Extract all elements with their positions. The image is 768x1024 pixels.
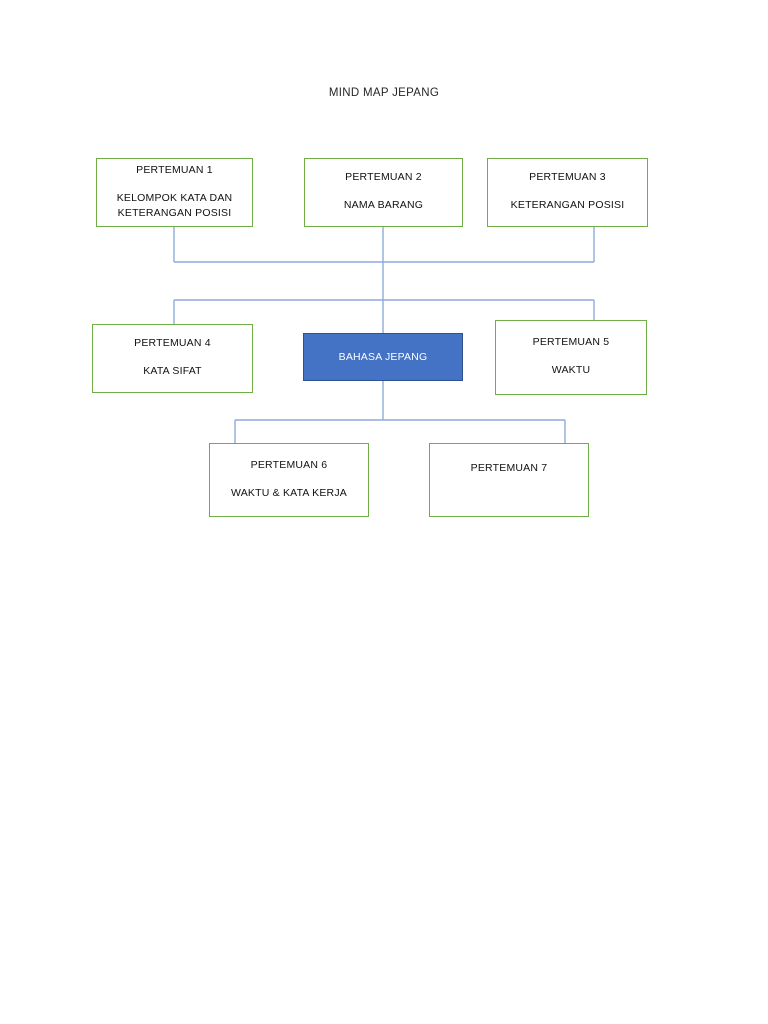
node-title: PERTEMUAN 3 xyxy=(529,171,606,184)
node-pertemuan-3[interactable]: PERTEMUAN 3 KETERANGAN POSISI xyxy=(487,158,648,227)
node-pertemuan-4[interactable]: PERTEMUAN 4 KATA SIFAT xyxy=(92,324,253,393)
node-subtitle: NAMA BARANG xyxy=(343,199,424,212)
page-title: MIND MAP JEPANG xyxy=(328,87,440,99)
central-node-label: BAHASA JEPANG xyxy=(338,351,428,363)
node-subtitle: WAKTU & KATA KERJA xyxy=(230,486,347,499)
node-pertemuan-7[interactable]: PERTEMUAN 7 xyxy=(429,443,589,517)
node-title: PERTEMUAN 6 xyxy=(250,458,328,471)
node-bahasa-jepang-central[interactable]: BAHASA JEPANG xyxy=(303,333,463,381)
node-title: PERTEMUAN 5 xyxy=(532,336,610,349)
node-subtitle: KETERANGAN POSISI xyxy=(510,199,625,212)
node-title: PERTEMUAN 4 xyxy=(134,337,211,350)
node-subtitle: WAKTU xyxy=(551,364,591,377)
node-pertemuan-6[interactable]: PERTEMUAN 6 WAKTU & KATA KERJA xyxy=(209,443,369,517)
node-pertemuan-5[interactable]: PERTEMUAN 5 WAKTU xyxy=(495,320,647,395)
node-subtitle: KELOMPOK KATA DAN KETERANGAN POSISI xyxy=(116,191,233,219)
node-title: PERTEMUAN 2 xyxy=(345,171,422,184)
node-title: PERTEMUAN 1 xyxy=(136,163,213,176)
node-subtitle: KATA SIFAT xyxy=(143,365,202,378)
node-title: PERTEMUAN 7 xyxy=(470,462,548,474)
node-pertemuan-2[interactable]: PERTEMUAN 2 NAMA BARANG xyxy=(304,158,463,227)
node-pertemuan-1[interactable]: PERTEMUAN 1 KELOMPOK KATA DAN KETERANGAN… xyxy=(96,158,253,227)
